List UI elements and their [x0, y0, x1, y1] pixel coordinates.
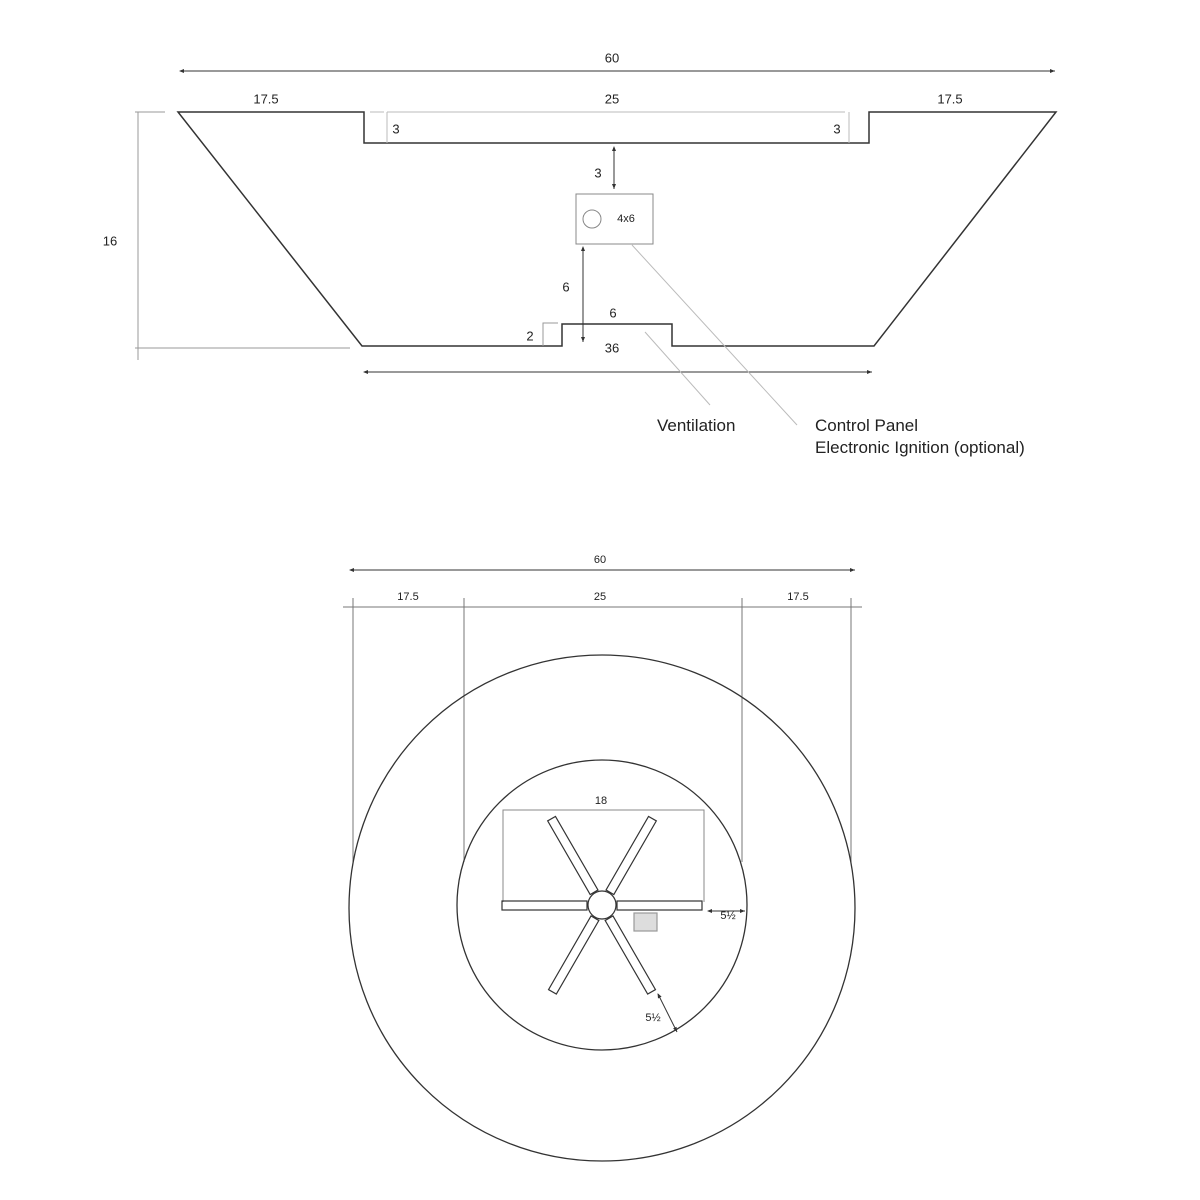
- side-vent-height: 2: [526, 328, 534, 344]
- side-panel-gap: 3: [594, 165, 602, 181]
- side-height: 16: [102, 233, 118, 249]
- side-top-center: 25: [604, 91, 620, 107]
- burner-star: [501, 815, 703, 995]
- side-base-width: 36: [604, 340, 620, 356]
- callout-ignition: Electronic Ignition (optional): [815, 438, 1025, 457]
- top-center: 25: [593, 591, 607, 603]
- callout-ventilation: Ventilation: [657, 416, 736, 435]
- side-recess-right: 3: [833, 121, 841, 137]
- side-panel-to-base: 6: [562, 279, 570, 295]
- top-left: 17.5: [397, 591, 419, 603]
- side-panel-size: 4x6: [617, 213, 635, 225]
- side-view: [135, 69, 1058, 426]
- side-top-right: 17.5: [937, 91, 963, 107]
- side-recess-left: 3: [392, 121, 400, 137]
- top-right: 17.5: [787, 591, 809, 603]
- side-vent-width: 6: [609, 305, 617, 321]
- top-view: [343, 568, 862, 1162]
- top-clearance-diag: 5½: [645, 1012, 661, 1024]
- top-clearance-right: 5½: [720, 910, 736, 922]
- top-overall-width: 60: [593, 554, 607, 566]
- top-burner-width: 18: [594, 795, 608, 807]
- side-top-left: 17.5: [253, 91, 279, 107]
- callout-control-panel: Control Panel: [815, 416, 919, 435]
- side-overall-width: 60: [604, 50, 620, 66]
